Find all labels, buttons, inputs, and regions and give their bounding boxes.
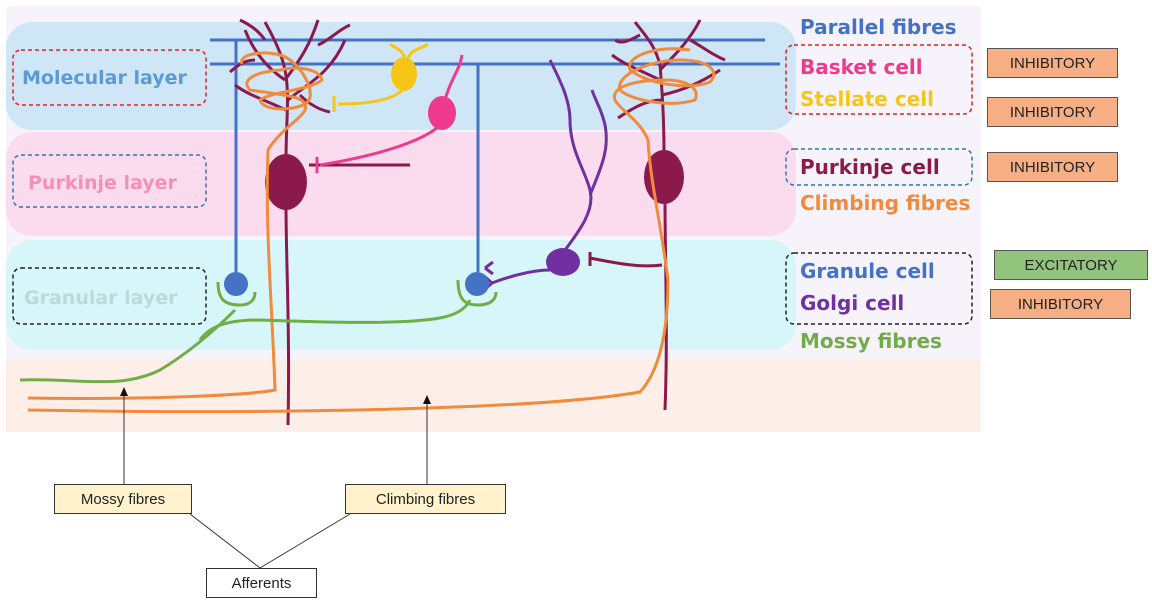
mossy-fibres-label: Mossy fibres <box>800 329 942 353</box>
granule-cell-right <box>465 272 489 296</box>
granule-cell-left <box>224 272 248 296</box>
golgi-cell-label: Golgi cell <box>800 291 904 315</box>
purkinje-inhibitory-tag: INHIBITORY <box>987 152 1118 182</box>
golgi-inhibitory-tag: INHIBITORY <box>990 289 1131 319</box>
climbing-fibres-label: Climbing fibres <box>800 191 970 215</box>
purkinje-cell-label: Purkinje cell <box>800 155 940 179</box>
stellate-soma <box>391 57 417 91</box>
afferents-annotation: Afferents <box>206 568 317 598</box>
stellate-inhibitory-tag: INHIBITORY <box>987 97 1118 127</box>
purkinje-soma-left <box>265 154 307 210</box>
stellate-cell-label: Stellate cell <box>800 87 934 111</box>
granule-cell-label: Granule cell <box>800 259 935 283</box>
molecular-layer-label: Molecular layer <box>22 67 187 89</box>
climbing-fibres-annotation: Climbing fibres <box>345 484 506 514</box>
mossy-fibres-annotation: Mossy fibres <box>54 484 192 514</box>
golgi-soma <box>546 248 580 276</box>
basket-soma <box>428 96 456 130</box>
granular-layer-label: Granular layer <box>24 287 178 309</box>
basket-cell-label: Basket cell <box>800 55 923 79</box>
basket-inhibitory-tag: INHIBITORY <box>987 48 1118 78</box>
granule-excitatory-tag: EXCITATORY <box>994 250 1148 280</box>
white-matter-band <box>6 360 981 432</box>
purkinje-layer-label: Purkinje layer <box>28 172 178 194</box>
parallel-fibres-label: Parallel fibres <box>800 15 957 39</box>
